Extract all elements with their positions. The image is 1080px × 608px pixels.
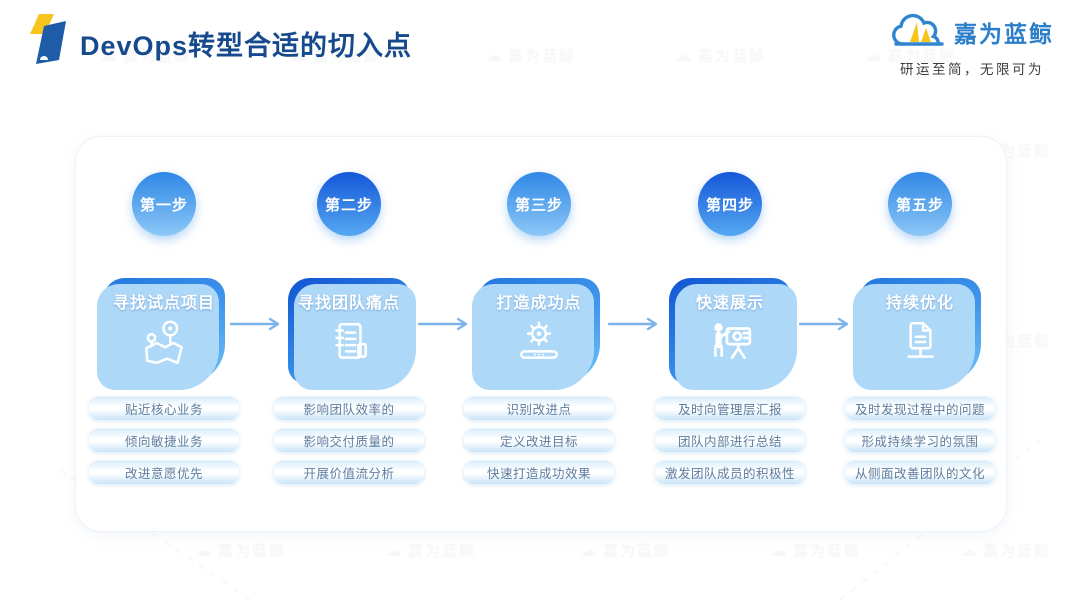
bullet-pill: 倾向敏捷业务 <box>88 428 240 453</box>
presentation-icon <box>714 323 752 359</box>
watermark-cloud-icon: ☁ <box>770 541 789 560</box>
bullet-pill: 激发团队成员的积极性 <box>654 460 806 485</box>
step-card-1: 寻找试点项目 <box>103 278 225 384</box>
page-title: DevOps转型合适的切入点 <box>80 31 413 61</box>
brand-watermark: ☁嘉为蓝鲸 <box>580 541 672 560</box>
bullet-pill: 快速打造成功效果 <box>463 460 615 485</box>
laptop-gear-icon <box>520 321 558 359</box>
bullet-list-1: 贴近核心业务 倾向敏捷业务 改进意愿优先 <box>88 396 240 485</box>
bullet-pill: 影响交付质量的 <box>273 428 425 453</box>
arrow-right-icon <box>607 317 658 331</box>
step-column-3: 第三步 打造成功点 识别改进点 定义改进目标 快速打造成功效果 <box>454 137 624 531</box>
step-column-1: 第一步 寻找试点项目 贴近核心业务 倾向敏捷业务 改进意愿优先 <box>79 137 249 531</box>
arrow-right-icon <box>417 317 468 331</box>
map-location-icon <box>145 320 183 365</box>
step-card-5: 持续优化 <box>859 278 981 384</box>
step-card-title-1: 寻找试点项目 <box>112 295 215 312</box>
step-card-title-3: 打造成功点 <box>496 295 582 312</box>
bullet-pill: 定义改进目标 <box>463 428 615 453</box>
watermark-cloud-icon: ☁ <box>385 541 404 560</box>
brand-name: 嘉为蓝鲸 <box>954 21 1054 47</box>
step-badge-2: 第二步 <box>317 172 381 236</box>
bullet-list-4: 及时向管理层汇报 团队内部进行总结 激发团队成员的积极性 <box>654 396 806 485</box>
brand-watermark: ☁嘉为蓝鲸 <box>385 541 477 560</box>
step-card-3: 打造成功点 <box>478 278 600 384</box>
bullet-pill: 及时向管理层汇报 <box>654 396 806 421</box>
watermark-cloud-icon: ☁ <box>195 541 214 560</box>
step-card-title-5: 持续优化 <box>885 295 954 312</box>
step-badge-3: 第三步 <box>507 172 571 236</box>
document-optimize-icon <box>907 322 934 358</box>
company-logo-icon <box>30 14 66 64</box>
step-column-5: 第五步 持续优化 及时发现过程中的问题 形成持续学习的氛围 从侧面改善团队的文化 <box>835 137 1005 531</box>
bullet-pill: 识别改进点 <box>463 396 615 421</box>
brand-watermark: ☁嘉为蓝鲸 <box>960 541 1052 560</box>
bullet-list-3: 识别改进点 定义改进目标 快速打造成功效果 <box>463 396 615 485</box>
brand-tagline: 研运至简，无限可为 <box>900 62 1044 77</box>
step-card-4: 快速展示 <box>669 278 791 384</box>
brand-cloud-icon <box>892 13 944 46</box>
step-badge-4: 第四步 <box>698 172 762 236</box>
watermark-cloud-icon: ☁ <box>580 541 599 560</box>
bullet-pill: 影响团队效率的 <box>273 396 425 421</box>
header: DevOps转型合适的切入点 嘉为蓝鲸 研运至简，无限可为 <box>0 0 1080 100</box>
bullet-pill: 贴近核心业务 <box>88 396 240 421</box>
bullet-pill: 改进意愿优先 <box>88 460 240 485</box>
step-badge-5: 第五步 <box>888 172 952 236</box>
bullet-pill: 开展价值流分析 <box>273 460 425 485</box>
step-column-2: 第二步 寻找团队痛点 影响团队效率的 影响交付质量的 开展价值流分析 <box>264 137 434 531</box>
step-column-4: 第四步 快速展示 及时向管理层汇报 团队内部进行总结 激发团队成员的积极性 <box>645 137 815 531</box>
bullet-pill: 团队内部进行总结 <box>654 428 806 453</box>
bullet-list-5: 及时发现过程中的问题 形成持续学习的氛围 从侧面改善团队的文化 <box>844 396 996 485</box>
arrow-right-icon <box>229 317 280 331</box>
pain-point-list-icon <box>335 323 367 359</box>
step-card-2: 寻找团队痛点 <box>288 278 410 384</box>
step-card-title-2: 寻找团队痛点 <box>297 295 400 312</box>
bullet-pill: 及时发现过程中的问题 <box>844 396 996 421</box>
brand-watermark: ☁嘉为蓝鲸 <box>770 541 862 560</box>
process-panel: 第一步 寻找试点项目 贴近核心业务 倾向敏捷业务 改进意愿优先 第二步 <box>75 136 1007 532</box>
bullet-list-2: 影响团队效率的 影响交付质量的 开展价值流分析 <box>273 396 425 485</box>
bullet-pill: 从侧面改善团队的文化 <box>844 460 996 485</box>
step-badge-1: 第一步 <box>132 172 196 236</box>
step-card-title-4: 快速展示 <box>695 295 764 312</box>
brand-watermark: ☁嘉为蓝鲸 <box>195 541 287 560</box>
bullet-pill: 形成持续学习的氛围 <box>844 428 996 453</box>
brand-block: 嘉为蓝鲸 研运至简，无限可为 <box>890 12 1054 78</box>
watermark-cloud-icon: ☁ <box>960 541 979 560</box>
arrow-right-icon <box>798 317 849 331</box>
